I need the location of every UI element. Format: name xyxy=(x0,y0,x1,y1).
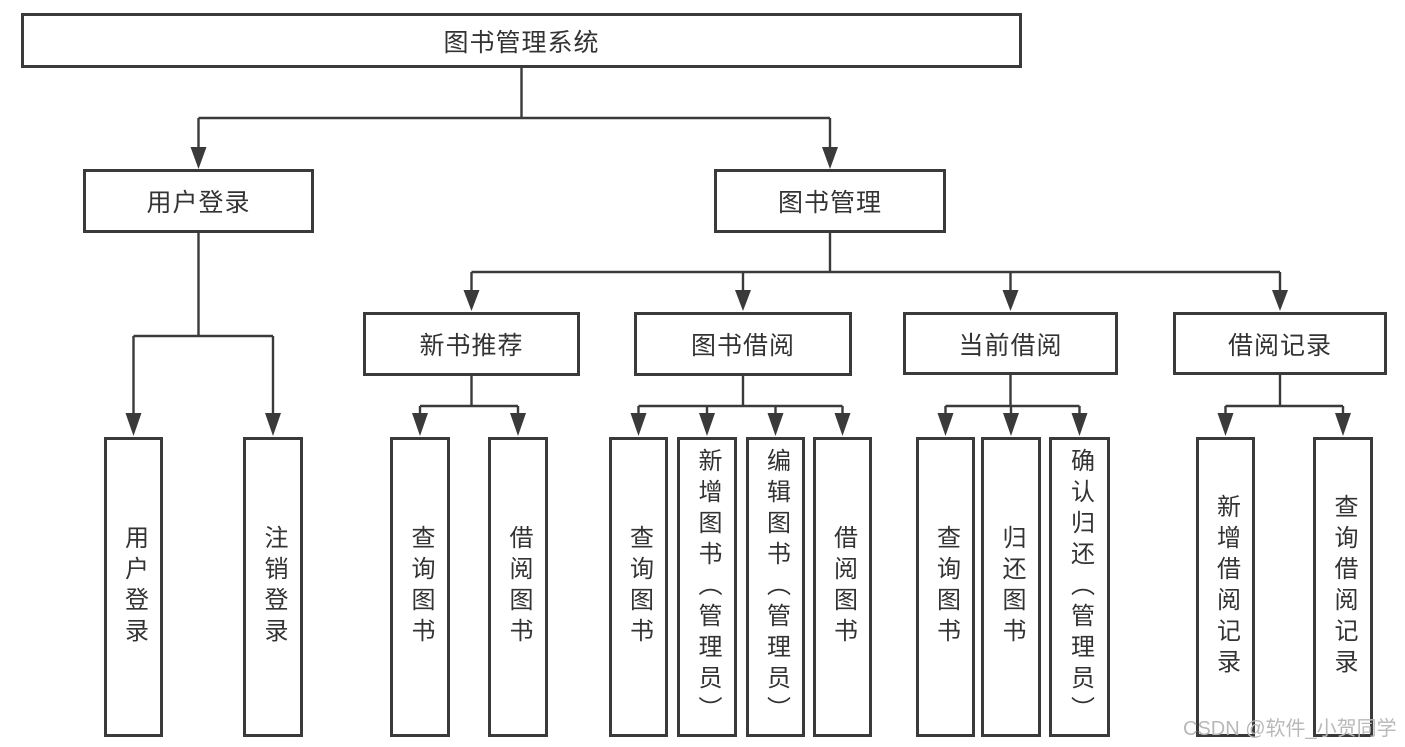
leaf-borrow-books: 借阅图书 xyxy=(813,437,872,737)
leaf-add-borrow-record: 新增借阅记录 xyxy=(1196,437,1255,737)
arrow-down-icon xyxy=(834,413,851,436)
arrow-down-icon xyxy=(125,413,142,436)
arrow-down-icon xyxy=(412,413,428,436)
leaf-logout: 注销登录 xyxy=(243,437,303,737)
node-book-management: 图书管理 xyxy=(714,169,946,233)
arrow-down-icon xyxy=(1335,413,1351,436)
leaf-query-books-recommend: 查询图书 xyxy=(390,437,450,737)
arrow-down-icon xyxy=(822,147,838,169)
arrow-down-icon xyxy=(1002,290,1019,311)
leaf-query-books-current: 查询图书 xyxy=(916,437,975,737)
arrow-down-icon xyxy=(1272,290,1288,311)
arrow-down-icon xyxy=(1217,413,1234,436)
leaf-return-book: 归还图书 xyxy=(981,437,1041,737)
node-new-book-recommend: 新书推荐 xyxy=(363,312,580,376)
node-current-borrow: 当前借阅 xyxy=(903,312,1118,375)
node-book-borrow: 图书借阅 xyxy=(634,312,852,376)
arrow-down-icon xyxy=(735,290,751,311)
arrow-down-icon xyxy=(265,413,281,436)
arrow-down-icon xyxy=(1071,413,1088,436)
arrow-down-icon xyxy=(1003,413,1019,436)
arrow-down-icon xyxy=(767,413,784,436)
leaf-confirm-return-admin: 确认归还（管理员） xyxy=(1049,437,1110,737)
leaf-borrow-books-recommend: 借阅图书 xyxy=(488,437,548,737)
leaf-user-login: 用户登录 xyxy=(104,437,163,737)
connector-user-login-children xyxy=(125,233,281,436)
leaf-query-borrow-record: 查询借阅记录 xyxy=(1313,437,1373,737)
watermark: CSDN @软件_小贺同学 xyxy=(1183,718,1397,740)
connector-book-management-children xyxy=(463,233,1288,311)
arrow-down-icon xyxy=(937,413,954,436)
connector-current-borrow-children xyxy=(937,375,1088,436)
arrow-down-icon xyxy=(510,413,526,436)
arrow-down-icon xyxy=(630,413,647,436)
connector-root-to-level2 xyxy=(190,68,838,169)
node-root: 图书管理系统 xyxy=(21,13,1022,68)
connector-borrow-records-children xyxy=(1217,375,1351,436)
node-user-login: 用户登录 xyxy=(83,169,314,233)
leaf-add-book-admin: 新增图书（管理员） xyxy=(677,437,737,737)
connector-book-borrow-children xyxy=(630,376,851,436)
connector-new-book-children xyxy=(412,376,526,436)
arrow-down-icon xyxy=(190,147,207,169)
node-borrow-records: 借阅记录 xyxy=(1173,312,1387,375)
leaf-query-books-borrow: 查询图书 xyxy=(609,437,668,737)
leaf-edit-book-admin: 编辑图书（管理员） xyxy=(746,437,805,737)
arrow-down-icon xyxy=(463,290,480,311)
arrow-down-icon xyxy=(699,413,715,436)
